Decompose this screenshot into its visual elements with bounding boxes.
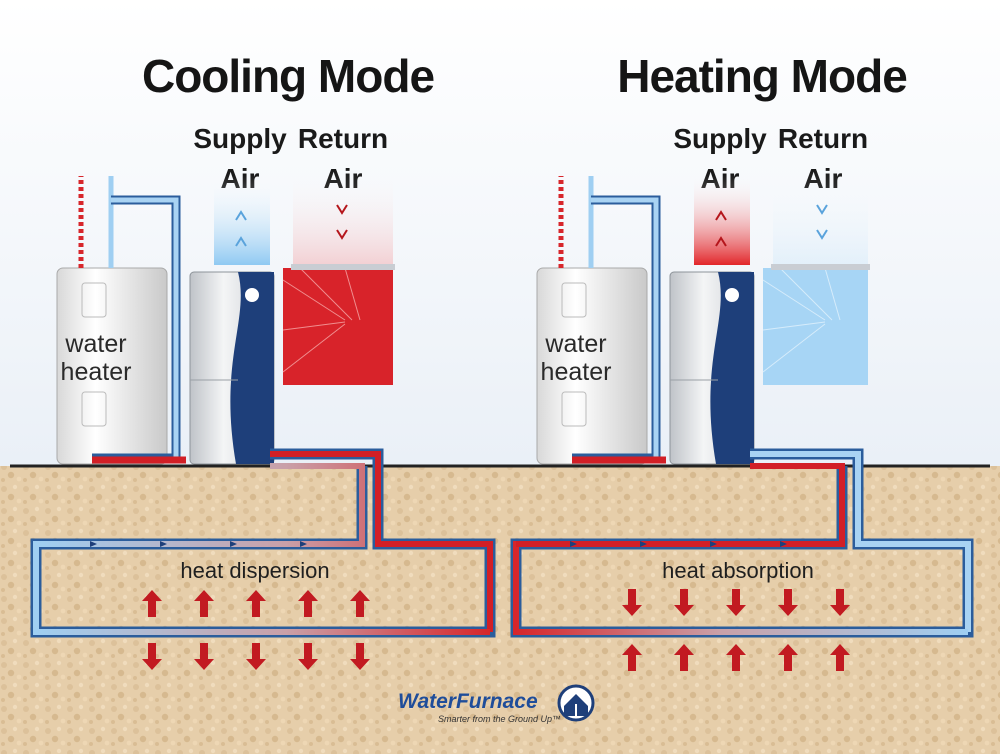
water-heater-panel xyxy=(561,391,587,427)
supply-air-arrow xyxy=(235,210,247,247)
flow-arrow-icon xyxy=(300,541,307,547)
loop-label: heat absorption xyxy=(662,558,814,583)
water-heater-label-2: heater xyxy=(541,358,612,386)
arrow-up-icon xyxy=(674,644,694,671)
waterfurnace-logo: WaterFurnace Smarter from the Ground Up™ xyxy=(398,684,595,724)
flow-arrow-icon xyxy=(570,541,577,547)
ground-loop-hot-segment xyxy=(516,463,845,547)
duct-collar xyxy=(291,264,395,270)
arrow-up-icon xyxy=(778,644,798,671)
arrow-up-icon xyxy=(194,590,214,617)
duct-fold-lines xyxy=(762,267,841,373)
arrow-down-icon xyxy=(194,643,214,670)
heat-pump-swoosh xyxy=(230,272,274,464)
heat-pump-swoosh xyxy=(710,272,754,464)
arrow-down-icon xyxy=(246,643,266,670)
arrow-down-icon xyxy=(298,643,318,670)
return-air-arrow xyxy=(336,204,348,240)
return-air-label: Return xyxy=(778,123,868,154)
ground-loop-supply xyxy=(270,451,493,632)
arrow-down-icon xyxy=(674,589,694,616)
ground-loop-return xyxy=(33,463,490,635)
heat-arrows-up xyxy=(622,644,850,671)
ground xyxy=(0,466,1000,754)
panel-title: Cooling Mode xyxy=(142,50,434,102)
flow-arrow-icon xyxy=(710,541,717,547)
arrow-up-icon xyxy=(298,590,318,617)
arrow-down-icon xyxy=(350,643,370,670)
arrow-up-icon xyxy=(830,644,850,671)
loop-label: heat dispersion xyxy=(180,558,329,583)
water-heater-label-2: heater xyxy=(61,358,132,386)
duct-fold-lines xyxy=(282,267,361,373)
heating-panel: Heating Mode Supply Air Return Air water… xyxy=(510,50,974,671)
house-logo-icon xyxy=(557,684,595,722)
heat-arrows-down xyxy=(142,643,370,670)
return-duct-elbow xyxy=(283,268,393,385)
arrow-up-icon xyxy=(726,644,746,671)
brand-badge-icon xyxy=(723,286,741,304)
panel-title: Heating Mode xyxy=(617,50,907,102)
water-heater-panel xyxy=(561,282,587,318)
arrow-down-icon xyxy=(778,589,798,616)
arrow-up-icon xyxy=(622,644,642,671)
arrow-down-icon xyxy=(726,589,746,616)
arrow-up-icon xyxy=(246,590,266,617)
arrow-down-icon xyxy=(142,643,162,670)
flow-arrow-icon xyxy=(780,541,787,547)
ground-loop-supply xyxy=(750,451,971,632)
supply-air-label: Supply xyxy=(673,123,767,154)
flow-chevrons xyxy=(90,541,787,547)
water-heater-label: water xyxy=(64,330,126,358)
arrow-down-icon xyxy=(622,589,642,616)
flow-arrow-icon xyxy=(230,541,237,547)
flow-arrow-icon xyxy=(90,541,97,547)
heat-arrows-down xyxy=(622,589,850,616)
return-air-arrow xyxy=(816,204,828,240)
brand-name: WaterFurnace xyxy=(398,690,538,713)
heat-arrows-up xyxy=(142,590,370,617)
water-heater-panel xyxy=(81,282,107,318)
water-heater-panel xyxy=(81,391,107,427)
water-heater-label: water xyxy=(544,330,606,358)
supply-air-arrow xyxy=(715,210,727,247)
hot-water-loop-fill xyxy=(591,197,659,458)
arrow-up-icon xyxy=(350,590,370,617)
supply-air-duct xyxy=(694,175,750,265)
cooling-panel: Cooling Mode Supply Air Return Air water… xyxy=(30,50,496,670)
return-air-label: Return xyxy=(298,123,388,154)
flow-arrow-icon xyxy=(640,541,647,547)
arrow-up-icon xyxy=(142,590,162,617)
hot-water-loop-fill xyxy=(111,197,179,458)
brand-tagline: Smarter from the Ground Up™ xyxy=(438,714,561,724)
supply-air-label: Supply xyxy=(193,123,287,154)
brand-badge-icon xyxy=(243,286,261,304)
arrow-down-icon xyxy=(830,589,850,616)
return-duct-elbow xyxy=(763,268,868,385)
flow-arrow-icon xyxy=(160,541,167,547)
duct-collar xyxy=(771,264,870,270)
supply-air-duct xyxy=(214,175,270,265)
